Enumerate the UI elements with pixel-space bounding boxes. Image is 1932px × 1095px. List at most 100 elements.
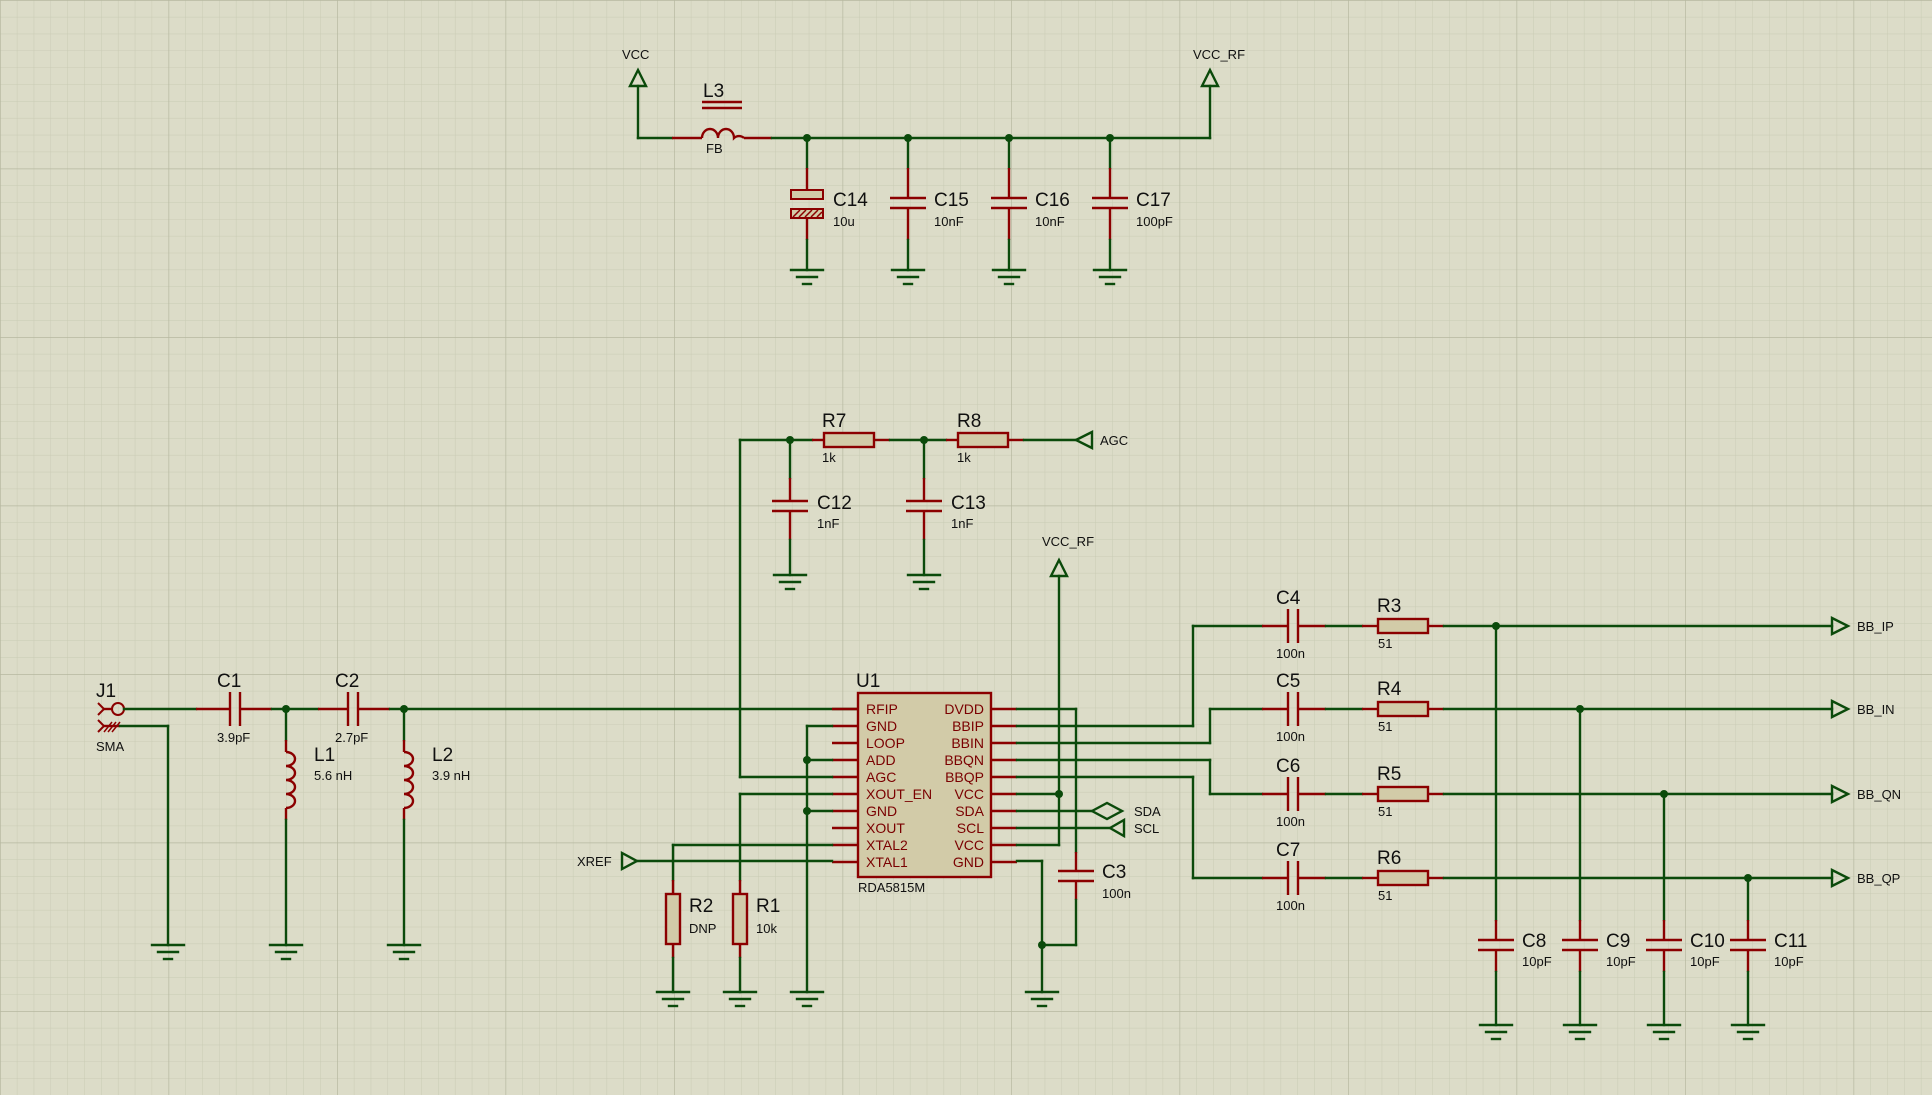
pin-bbqn: BBQN (944, 752, 984, 768)
u1-body (856, 691, 993, 879)
r6-resistor (1376, 869, 1430, 887)
vcc-rf-arrow-icon (1200, 67, 1220, 88)
ground-icon (1092, 268, 1128, 286)
r7-ref: R7 (822, 411, 846, 432)
r1-value: 10k (756, 921, 777, 936)
pin-bbqp: BBQP (945, 769, 984, 785)
l3-ref: L3 (703, 81, 724, 102)
r7-resistor (822, 431, 876, 449)
u1-right-pin-labels: DVDD BBIP BBIN BBQN BBQP VCC SDA SCL VCC… (944, 701, 984, 870)
bb-ip-port-icon (1830, 616, 1851, 636)
baseband-outputs: BB_IP C4 100n R3 51 BB_IN C5 100n R4 51 … (1262, 588, 1901, 1027)
ground-icon (1562, 1023, 1598, 1041)
l2-value: 3.9 nH (432, 768, 470, 783)
l3-value: FB (706, 141, 723, 156)
c13-ref: C13 (951, 493, 986, 514)
c10-value: 10pF (1690, 954, 1720, 969)
pin-xout-en: XOUT_EN (866, 786, 932, 802)
j1-ref: J1 (96, 681, 116, 702)
ic-u1: U1 RDA5815M RFIP GND LOOP ADD AGC XOUT_E… (832, 671, 1017, 895)
c2-ref: C2 (335, 671, 359, 692)
scl-label: SCL (1134, 821, 1159, 836)
c7-value: 100n (1276, 898, 1305, 913)
c14-ref: C14 (833, 190, 868, 211)
ground-icon (1646, 1023, 1682, 1041)
c9-ref: C9 (1606, 931, 1630, 952)
vcc-label: VCC (622, 47, 649, 62)
c11-value: 10pF (1774, 954, 1804, 969)
sda-port-icon (1089, 801, 1125, 821)
c1-value: 3.9pF (217, 730, 250, 745)
l1-inductor (285, 750, 297, 810)
j1-value: SMA (96, 739, 125, 754)
vcc-rf-label-mid: VCC_RF (1042, 534, 1094, 549)
r6-value: 51 (1378, 888, 1392, 903)
r1-ref: R1 (756, 896, 780, 917)
pin-scl: SCL (957, 820, 984, 836)
r2-resistor (664, 892, 682, 946)
ground-icon (150, 943, 186, 961)
vcc-rf-label-top: VCC_RF (1193, 47, 1245, 62)
ground-icon (722, 990, 758, 1008)
c9-value: 10pF (1606, 954, 1636, 969)
c12-ref: C12 (817, 493, 852, 514)
ground-icon (991, 268, 1027, 286)
r8-value: 1k (957, 450, 971, 465)
pin-xtal2: XTAL2 (866, 837, 908, 853)
ic-right-wiring: C3 100n VCC_RF SDA SCL (1015, 534, 1264, 994)
r2-value: DNP (689, 921, 716, 936)
agc-port-icon (1073, 430, 1094, 450)
ground-icon (789, 268, 825, 286)
pin-bbin: BBIN (951, 735, 984, 751)
r4-ref: R4 (1377, 679, 1402, 700)
l2-ref: L2 (432, 745, 453, 766)
bb-qp-port-icon (1830, 868, 1851, 888)
c8-value: 10pF (1522, 954, 1552, 969)
ground-icon (655, 990, 691, 1008)
ground-icon (772, 573, 808, 591)
bb-qn-port-icon (1830, 784, 1851, 804)
r7-value: 1k (822, 450, 836, 465)
pin-bbip: BBIP (952, 718, 984, 734)
c5-value: 100n (1276, 729, 1305, 744)
c13-value: 1nF (951, 516, 973, 531)
xref-label: XREF (577, 854, 612, 869)
ground-symbols (150, 268, 1766, 1041)
pin-add: ADD (866, 752, 896, 768)
ground-icon (1730, 1023, 1766, 1041)
r3-ref: R3 (1377, 596, 1401, 617)
c17-ref: C17 (1136, 190, 1171, 211)
bb-qn-label: BB_QN (1857, 787, 1901, 802)
l3-inductor (700, 127, 745, 141)
c4-value: 100n (1276, 646, 1305, 661)
agc-filter-section: R7 1k R8 1k AGC C12 1nF C13 1nF (738, 411, 1128, 577)
c2-value: 2.7pF (335, 730, 368, 745)
c1-ref: C1 (217, 671, 241, 692)
pin-gnd-l1: GND (866, 718, 897, 734)
r4-resistor (1376, 700, 1430, 718)
r3-resistor (1376, 617, 1430, 635)
c14-capacitor (790, 189, 824, 200)
c11-ref: C11 (1774, 931, 1807, 952)
r3-value: 51 (1378, 636, 1392, 651)
c8-ref: C8 (1522, 931, 1546, 952)
agc-label: AGC (1100, 433, 1128, 448)
c7-ref: C7 (1276, 840, 1300, 861)
pin-agc: AGC (866, 769, 896, 785)
r2-ref: R2 (689, 896, 713, 917)
pin-xtal1: XTAL1 (866, 854, 908, 870)
pin-sda: SDA (955, 803, 984, 819)
l1-value: 5.6 nH (314, 768, 352, 783)
ground-icon (890, 268, 926, 286)
rf-input-section: J1 SMA C1 3.9pF C2 2.7pF L (96, 671, 860, 947)
c3-value: 100n (1102, 886, 1131, 901)
c4-ref: C4 (1276, 588, 1301, 609)
r8-ref: R8 (957, 411, 981, 432)
xref-port-icon (620, 851, 640, 871)
c17-value: 100pF (1136, 214, 1173, 229)
c10-ref: C10 (1690, 931, 1725, 952)
c16-ref: C16 (1035, 190, 1070, 211)
ground-icon (1024, 990, 1060, 1008)
